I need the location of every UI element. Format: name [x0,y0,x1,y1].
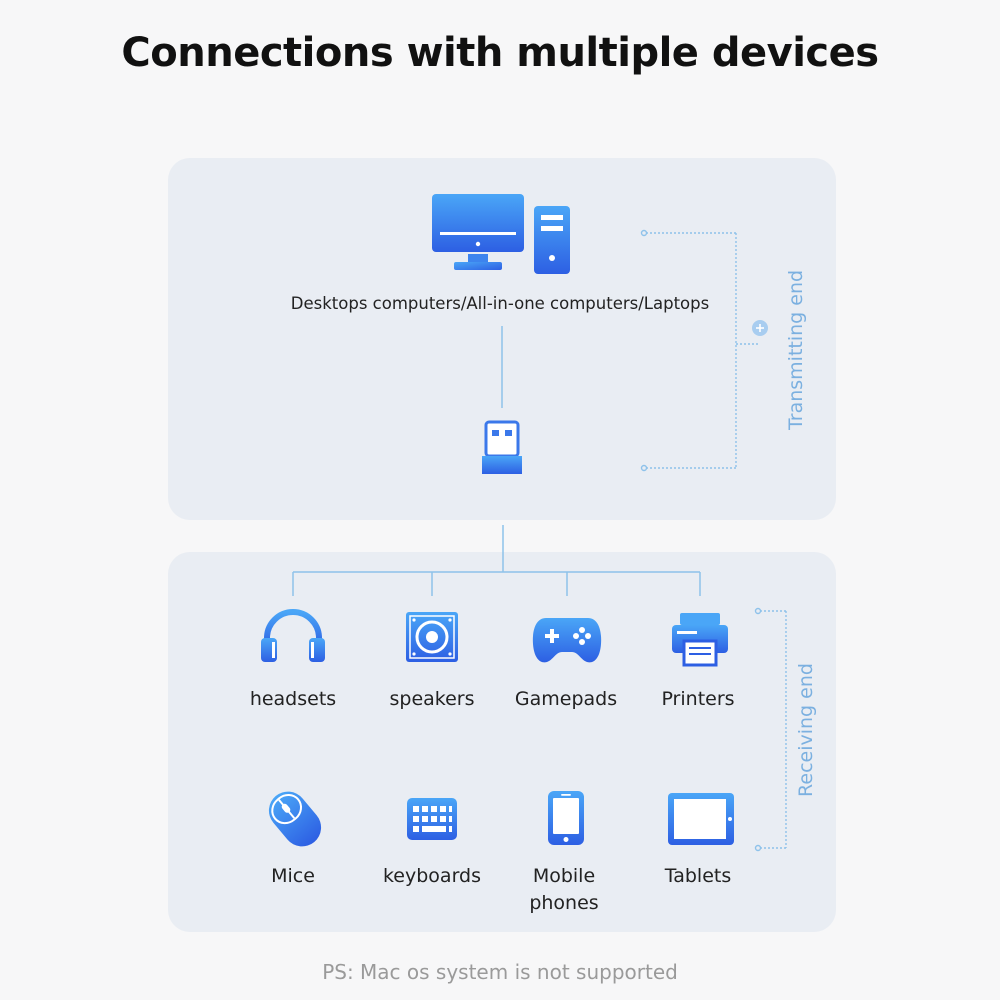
receiving-end-label: Receiving end [795,663,817,797]
footnote: PS: Mac os system is not supported [322,960,678,984]
speaker-icon [406,612,458,662]
desktop-computer-icon [432,194,570,274]
transmitting-end-label: Transmitting end [785,269,807,431]
device-label-tablets: Tablets [664,865,732,887]
device-label-gamepads: Gamepads [514,688,618,710]
mouse-icon [268,791,322,847]
tablet-icon [668,793,734,845]
keyboard-icon [407,798,457,840]
gamepad-icon [532,618,602,663]
device-label-mobile-phones: Mobile phones [529,865,599,914]
printer-icon [672,613,728,667]
computers-label: Desktops computers/All-in-one computers/… [290,294,710,313]
mobile-phone-icon [548,791,584,845]
device-label-keyboards: keyboards [382,865,482,887]
usb-dongle-icon [482,420,522,474]
page-title: Connections with multiple devices [121,30,879,76]
device-label-speakers: speakers [389,688,475,710]
device-label-mice: Mice [271,865,315,887]
headset-icon [261,609,325,662]
device-label-headsets: headsets [249,688,337,710]
device-label-printers: Printers [661,688,735,710]
